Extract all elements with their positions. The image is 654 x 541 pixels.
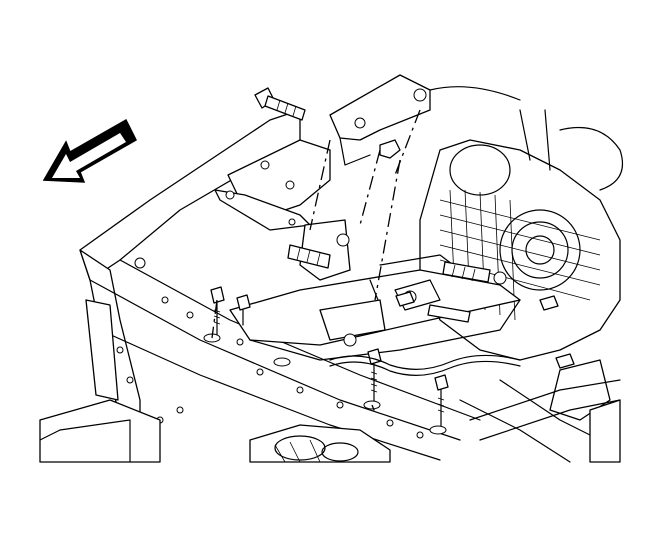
crossmember-bolt-2 <box>236 294 251 326</box>
nut-2 <box>539 295 559 311</box>
lower-axle-assembly <box>249 424 391 463</box>
nut-3 <box>555 353 575 369</box>
frame-rail <box>79 109 481 461</box>
right-mount-stud <box>427 261 507 323</box>
nut-1 <box>395 291 415 307</box>
lower-left-bracket <box>39 399 161 463</box>
harness <box>329 354 521 376</box>
frame-hole <box>429 425 447 435</box>
frame-hole <box>273 357 291 367</box>
alignment-lines <box>211 109 421 411</box>
mount-bracket <box>329 74 431 166</box>
upper-mount-bolt <box>254 87 306 121</box>
right-frame-rail <box>469 379 621 463</box>
crossmember-bolt-4 <box>434 374 449 431</box>
transmission-mount <box>287 219 351 281</box>
crossmember-bolt-1 <box>210 286 225 336</box>
front-direction-arrow-icon <box>42 118 137 183</box>
